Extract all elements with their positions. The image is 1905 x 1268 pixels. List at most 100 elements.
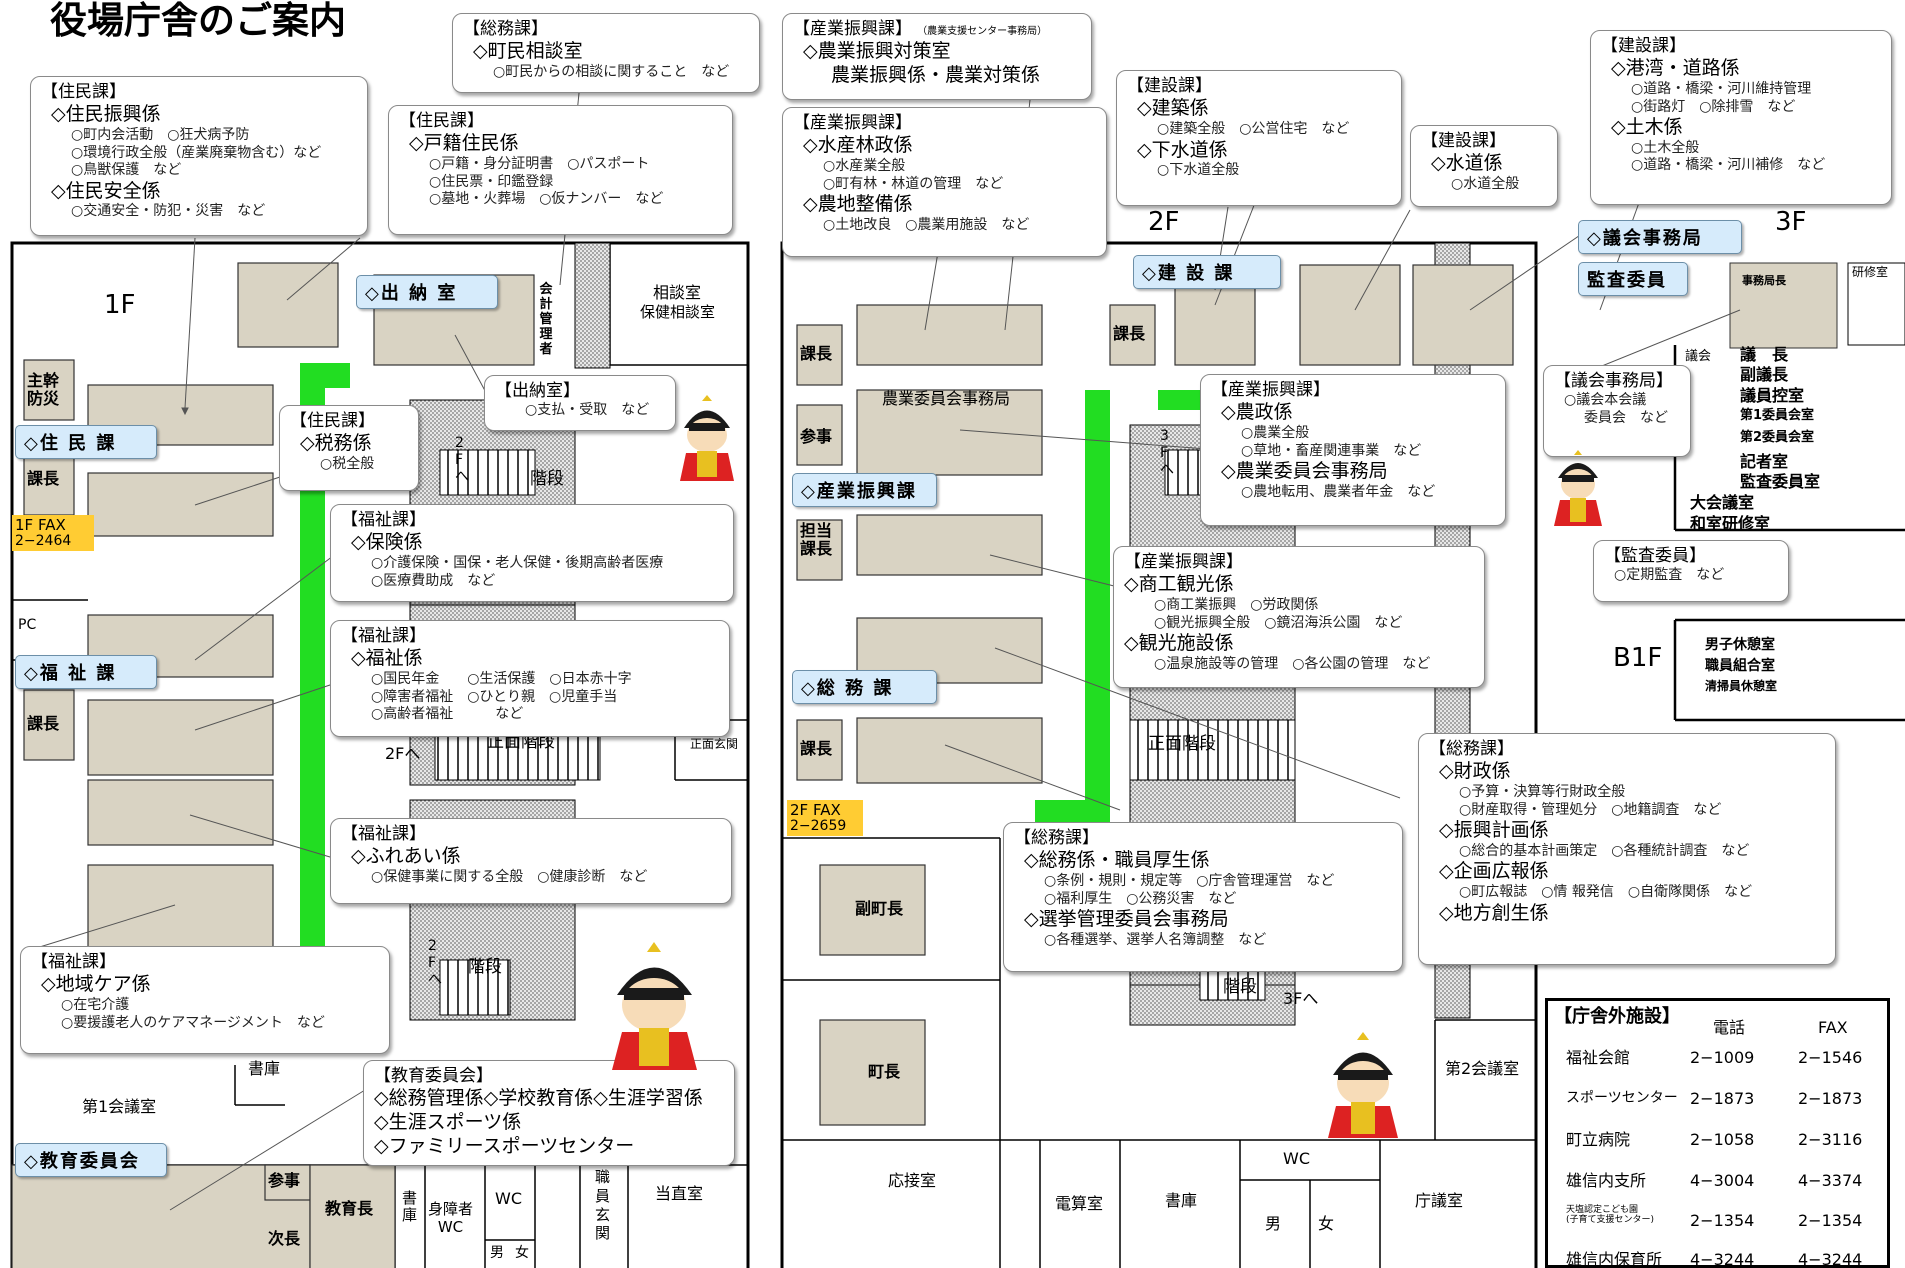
section-name: ◇農地整備係 (803, 193, 913, 215)
room-daikaigi: 大会議室 (1690, 493, 1755, 512)
item: ○医療費助成 など (371, 572, 496, 589)
callout-fukushi-fureai: 【福祉課】 ◇ふれあい係 ○保健事業に関する全般 ○健康診断 など (330, 818, 732, 904)
facility-name: 天塩認定こども園 (子育て支援センター) (1566, 1205, 1655, 1226)
floor-label-3f: 3F (1775, 207, 1807, 237)
section-name: ◇企画広報係 (1439, 860, 1549, 883)
section-name: ◇ふれあい係 (351, 845, 461, 868)
item: ○草地・畜産関連事業 など (1241, 442, 1422, 459)
mascot-icon (1328, 1032, 1398, 1138)
room-jicho: 次長 (268, 1229, 301, 1248)
facility-name: 福祉会館 (1566, 1048, 1631, 1067)
section-name: ◇保険係 (351, 531, 423, 554)
callout-head: 【福祉課】 (341, 510, 426, 530)
item: ○税全般 (320, 456, 375, 472)
dept-label-kyouiku: ◇教育委員会 (15, 1143, 167, 1177)
room-kaigi1: 第1会議室 (82, 1097, 157, 1116)
callout-fukushi-care: 【福祉課】 ◇地域ケア係 ○在宅介護 ○要援護老人のケアマネージメント など (20, 946, 390, 1054)
room-giin-hikae: 議員控室 (1740, 386, 1805, 405)
callout-jumin-shinkou: 【住民課】 ◇住民振興係 ○町内会活動 ○狂犬病予防 ○環境行政全般（産業廃棄物… (30, 76, 368, 236)
room-fukugichou: 副議長 (1740, 365, 1789, 384)
callout-head: 【福祉課】 (341, 824, 426, 844)
section-name: ◇建築係 (1137, 97, 1209, 120)
item: ○議会本会議 (1564, 392, 1647, 409)
fax-2f-label: 2F FAX (790, 801, 841, 819)
callout-head: 【総務課】 (1014, 828, 1099, 848)
section-name: ◇土木係 (1611, 116, 1683, 138)
item: ○総合的基本計画策定 ○各種統計調査 など (1459, 842, 1750, 859)
floor-2f-rooms (796, 264, 1514, 1126)
callout-kensetsu-suidou: 【建設課】 ◇水道係 ○水道全般 (1410, 125, 1558, 207)
section-sub: 農業振興係・農業対策係 (831, 64, 1041, 86)
item: ○介護保険・国保・老人保健・後期高齢者医療 (371, 555, 664, 571)
wc-men-2f: 男 (1265, 1214, 1282, 1233)
fax-2f-number: 2−2659 (790, 817, 847, 834)
floor-label-b1f: B1F (1613, 643, 1663, 673)
item: ○保健事業に関する全般 ○健康診断 など (371, 869, 648, 885)
item: ○農地転用、農業者年金 など (1241, 483, 1436, 500)
section-name: ◇農業振興対策室 (803, 40, 951, 63)
section-name: ◇福祉係 (351, 647, 423, 670)
item: ○福利厚生 ○公務災害 など (1044, 890, 1237, 907)
room-kacho-jumin: 課長 (27, 469, 60, 488)
callout-sangyou-shoukou: 【産業振興課】 ◇商工観光係 ○商工業振興 ○労政関係 ○観光振興全般 ○鏡沼海… (1113, 546, 1485, 688)
callout-kensetsu-kenchiku: 【建設課】 ◇建築係 ○建築全般 ○公営住宅 など ◇下水道係 ○下水道全般 (1116, 70, 1402, 206)
stairs-label-b: 階段 (468, 957, 502, 977)
section-name: ◇水道係 (1431, 152, 1503, 175)
item: ○道路・橋梁・河川補修 など (1631, 157, 1826, 174)
dept-label-soumu: ◇総 務 課 (792, 670, 937, 704)
stairs-to-2f-b: 2 F へ (428, 938, 442, 988)
callout-head: 【建設課】 (1127, 76, 1212, 96)
item: ○町有林・林道の管理 など (823, 175, 1004, 192)
stairs (439, 449, 536, 496)
callout-head: 【建設課】 (1421, 131, 1506, 151)
room-wc-1f: WC (495, 1189, 522, 1208)
section-name: ◇財政係 (1439, 760, 1511, 783)
floor-label-1f: 1F (104, 290, 136, 320)
item: ○障害者福祉 ○ひとり親 ○児童手当 (371, 688, 618, 705)
facility-name: 雄信内保育所 (1566, 1250, 1663, 1268)
external-col-tel: 電話 (1713, 1018, 1746, 1037)
callout-head: 【総務課】 (463, 19, 548, 39)
callout-sangyou-nousei: 【産業振興課】 ◇農政係 ○農業全般 ○草地・畜産関連事業 など ◇農業委員会事… (1200, 374, 1506, 526)
room-shoko-2f: 書庫 (1165, 1191, 1198, 1210)
item: ○墓地・火葬場 ○仮ナンバー など (429, 191, 664, 207)
section-name: ◇地方創生係 (1439, 901, 1549, 924)
item: ○財産取得・管理処分 ○地籍調査 など (1459, 801, 1722, 818)
callout-head: 【産業振興課】 (793, 19, 912, 39)
facility-fax: 2−1354 (1798, 1211, 1863, 1230)
facility-fax: 2−1873 (1798, 1089, 1863, 1108)
room-gikai: 議会 (1685, 349, 1712, 364)
room-seisou: 清掃員休憩室 (1705, 679, 1778, 693)
external-facilities-panel: 【庁舎外施設】 電話 FAX 福祉会館 2−1009 2−1546 スポーツセン… (1545, 998, 1890, 1268)
section-name: ◇住民安全係 (51, 179, 161, 202)
room-nougyou-iinkai: 農業委員会事務局 (882, 389, 1011, 408)
callout-kensetsu-kouwan: 【建設課】 ◇港湾・道路係 ○道路・橋梁・河川維持管理 ○街路灯 ○除排雪 など… (1590, 30, 1892, 205)
item: ○道路・橋梁・河川維持管理 (1631, 81, 1812, 97)
item: ○住民票・印鑑登録 (429, 173, 554, 190)
mascot-icon (680, 395, 734, 481)
floor-b1-plan (1673, 618, 1905, 722)
room-sanji-1f: 参事 (268, 1171, 301, 1190)
mascot-icon (612, 942, 697, 1070)
callout-head: 【福祉課】 (341, 626, 426, 646)
dept-label-kansa: 監査委員 (1578, 262, 1688, 296)
section-name: ◇水産林政係 (803, 134, 913, 157)
room-shoko-v: 書 庫 (402, 1189, 418, 1224)
item: ○交通安全・防犯・災害 など (71, 203, 266, 220)
section-name: ◇戸籍住民係 (409, 132, 519, 155)
callout-head: 【産業振興課】 (793, 113, 912, 133)
room-chogi: 庁議室 (1415, 1191, 1464, 1210)
room-iinkai1: 第1委員会室 (1740, 408, 1815, 423)
callout-gikai: 【議会事務局】 ○議会本会議 委員会 など (1543, 365, 1691, 457)
item: ○要援護老人のケアマネージメント など (61, 1014, 325, 1031)
facility-tel: 4−3244 (1690, 1250, 1755, 1268)
room-ousetsu: 応接室 (888, 1171, 937, 1190)
dept-label-sangyou: ◇産業振興課 (792, 473, 937, 507)
room-kacho-fukushi: 課長 (27, 714, 60, 733)
item: ○農業全般 (1241, 425, 1310, 441)
section-name: ◇港湾・道路係 (1611, 57, 1740, 80)
room-danshi-kyuukei: 男子休憩室 (1705, 637, 1775, 653)
item: ○水産業全般 (823, 158, 906, 174)
callout-head: 【教育委員会】 (374, 1066, 493, 1086)
room-iinkai2: 第2委員会室 (1740, 430, 1815, 445)
